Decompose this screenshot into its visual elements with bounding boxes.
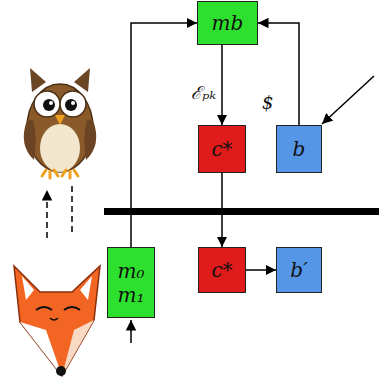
node-text: mb	[212, 11, 244, 35]
node-text: m₁	[118, 283, 145, 307]
fox-figure	[62, 320, 94, 376]
response-line	[71, 186, 73, 234]
owl-figure	[43, 99, 55, 111]
owl-figure	[30, 68, 46, 92]
input-arrow	[130, 320, 132, 343]
arrow-connector	[131, 23, 197, 247]
owl-figure	[49, 101, 53, 105]
fox-figure	[80, 276, 92, 300]
node-text: c*	[211, 137, 232, 161]
fox-figure	[14, 266, 100, 376]
oracle-bar	[104, 208, 379, 215]
query-arrow	[46, 190, 48, 238]
owl-figure	[24, 68, 96, 178]
fox-figure	[36, 307, 52, 310]
fox-figure	[50, 318, 58, 320]
owl-figure	[60, 91, 86, 117]
owl-figure	[34, 91, 60, 117]
owl-figure	[24, 120, 36, 160]
arrow-connector	[246, 269, 276, 271]
message-box: mb	[197, 1, 258, 45]
ciphertext-box: c*	[198, 125, 246, 173]
owl-figure	[42, 170, 78, 178]
owl-figure	[84, 120, 96, 160]
node-text: c*	[211, 258, 232, 282]
edge-label: ℰₚₖ	[191, 82, 216, 104]
random-arrow	[322, 76, 374, 124]
guess-box: b′	[276, 247, 322, 293]
node-text: b′	[290, 258, 307, 282]
owl-figure	[55, 115, 65, 125]
arrow-connector	[221, 45, 223, 125]
bit-box: b	[276, 125, 322, 173]
node-text: m₀	[118, 259, 145, 283]
fox-figure	[14, 266, 100, 376]
arrow-connector	[221, 173, 223, 247]
owl-figure	[40, 124, 80, 172]
owl-figure	[74, 68, 90, 92]
owl-figure	[65, 99, 77, 111]
owl-figure	[71, 101, 75, 105]
arrow-connector	[258, 23, 299, 125]
owl-figure	[27, 84, 93, 172]
fox-figure	[22, 276, 34, 300]
ciphertext-box: c*	[198, 247, 246, 293]
fox-figure	[56, 366, 66, 376]
messages-box: m₀m₁	[107, 247, 155, 318]
fox-figure	[64, 307, 80, 310]
random-label: $	[262, 92, 273, 114]
node-text: b	[293, 137, 306, 161]
fox-figure	[20, 322, 62, 376]
